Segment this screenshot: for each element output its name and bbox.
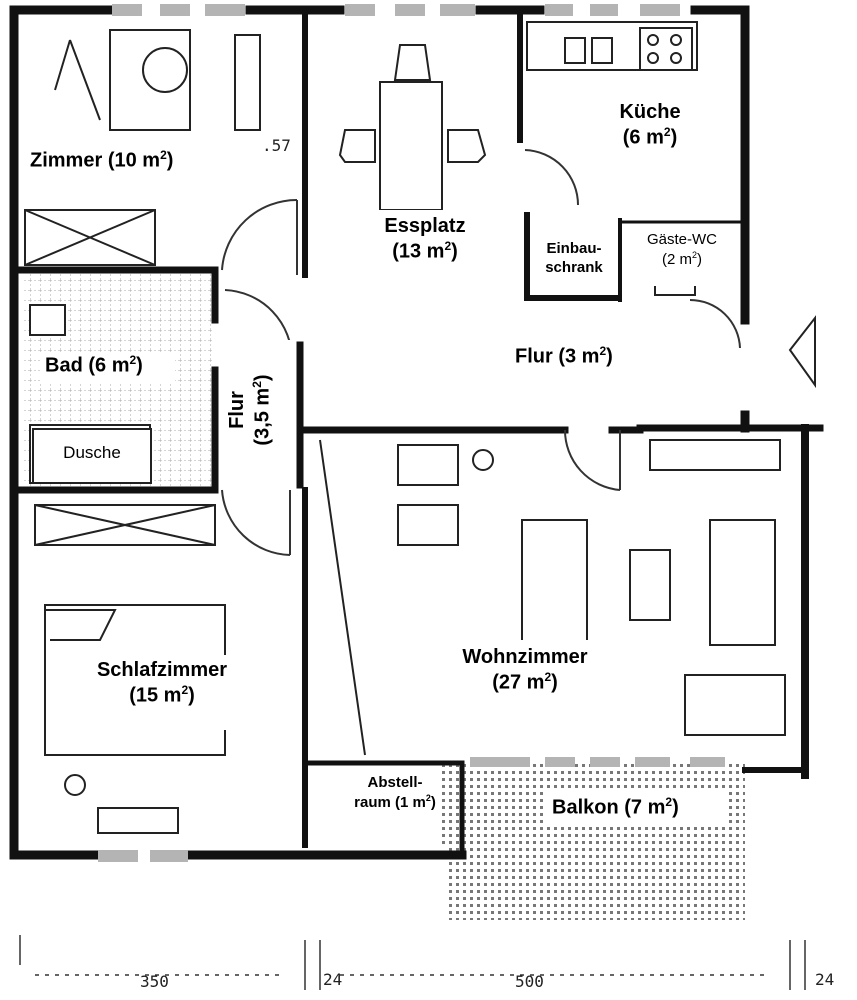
flur-left-area: (3,5 m bbox=[251, 387, 274, 446]
dimension-24-left: 24 bbox=[323, 970, 343, 989]
wohnzimmer-label-bg bbox=[432, 640, 612, 715]
schlafzimmer-area-line: (15 m2) bbox=[62, 683, 262, 709]
schlafzimmer-area: (15 m bbox=[129, 684, 182, 707]
dining-set bbox=[338, 44, 487, 211]
flur-right-area-close: ) bbox=[606, 345, 613, 368]
balkon-area-sup: 2 bbox=[665, 795, 673, 809]
abstellraum-line2-wrap: raum (1 m2) bbox=[340, 793, 450, 813]
dimension-ticks bbox=[19, 935, 806, 990]
kueche-area-sup: 2 bbox=[663, 125, 671, 139]
dimension-500: 500 bbox=[515, 972, 544, 991]
kueche-area-line: (6 m2) bbox=[600, 125, 700, 151]
flur-left-area-close: ) bbox=[251, 374, 274, 382]
kueche-name: Küche bbox=[619, 101, 681, 123]
kueche-label: Küche (6 m2) bbox=[600, 100, 700, 151]
einbauschrank-line1: Einbau- bbox=[546, 240, 602, 257]
gaeste-wc-label: Gäste-WC (2 m2) bbox=[622, 231, 742, 270]
essplatz-area-close: ) bbox=[451, 240, 458, 263]
wohnzimmer-area-close: ) bbox=[551, 671, 558, 694]
zimmer-area-close: ) bbox=[166, 149, 174, 172]
kueche-area: (6 m bbox=[622, 126, 664, 149]
schlafzimmer-name: Schlafzimmer bbox=[96, 659, 228, 681]
abstellraum-close: ) bbox=[430, 793, 436, 811]
flur-right-label: Flur (3 m2) bbox=[515, 344, 613, 370]
flur-right-area-sup: 2 bbox=[599, 344, 607, 358]
balkon-label-bg bbox=[545, 792, 725, 826]
schlafzimmer-area-sup: 2 bbox=[181, 683, 189, 697]
zimmer-area: (10 m bbox=[107, 149, 161, 172]
bad-label-bg bbox=[40, 352, 175, 382]
gaeste-wc-area-line: (2 m2) bbox=[622, 250, 742, 270]
abstellraum-floor bbox=[440, 765, 462, 845]
gaeste-wc-name: Gäste-WC bbox=[646, 231, 717, 248]
wohnzimmer-area-sup: 2 bbox=[544, 670, 552, 684]
wohnzimmer-area: (27 m bbox=[492, 671, 545, 694]
essplatz-name: Essplatz bbox=[384, 215, 466, 237]
schlafzimmer-area-close: ) bbox=[188, 684, 195, 707]
essplatz-area: (13 m bbox=[392, 240, 445, 263]
dimension-57: .57 bbox=[262, 136, 291, 155]
schlafzimmer-label-bg bbox=[70, 655, 255, 730]
abstellraum-sup: 2 bbox=[425, 792, 431, 803]
bad-area: (6 m bbox=[88, 354, 130, 377]
bad-area-close: ) bbox=[136, 354, 143, 377]
balkon-floor bbox=[445, 760, 745, 920]
bad-area-sup: 2 bbox=[129, 353, 137, 367]
zimmer-name: Zimmer bbox=[30, 149, 103, 172]
balkon-label: Balkon (7 m2) bbox=[552, 795, 679, 821]
abstellraum-label: Abstell- raum (1 m2) bbox=[340, 774, 450, 813]
zimmer-area-sup: 2 bbox=[160, 148, 167, 162]
essplatz-label-bg bbox=[375, 210, 475, 285]
kitchen-counter bbox=[526, 21, 698, 71]
flur-left-text: Flur (3,5 m2) bbox=[225, 320, 276, 500]
entry-arrow bbox=[788, 315, 816, 389]
wohnzimmer-area-line: (27 m2) bbox=[425, 670, 625, 696]
balkon-area: (7 m bbox=[624, 796, 666, 819]
flur-left-name: Flur bbox=[226, 391, 248, 429]
kueche-area-close: ) bbox=[670, 126, 678, 149]
dusche-name: Dusche bbox=[63, 443, 121, 462]
gaeste-wc-area: (2 m bbox=[661, 250, 692, 268]
flur-left-area-sup: 2 bbox=[250, 381, 264, 388]
flur-left-area-line: (3,5 m2) bbox=[250, 320, 276, 500]
einbauschrank-line2: schrank bbox=[545, 258, 603, 276]
gaeste-wc-area-sup: 2 bbox=[691, 249, 697, 260]
wohnzimmer-name: Wohnzimmer bbox=[462, 646, 588, 668]
wohnzimmer-label: Wohnzimmer (27 m2) bbox=[425, 645, 625, 696]
gaeste-wc-label-bg bbox=[624, 226, 740, 286]
einbauschrank-label: Einbau- schrank bbox=[530, 240, 618, 278]
flur-left-label: Flur (3,5 m2) bbox=[225, 320, 295, 500]
abstellraum-label-bg bbox=[348, 772, 440, 832]
dimension-24-right: 24 bbox=[815, 970, 835, 989]
bad-label: Bad (6 m2) bbox=[45, 353, 143, 379]
balkon-area-close: ) bbox=[672, 796, 679, 819]
zimmer-furniture bbox=[24, 29, 261, 266]
flur-right-area: (3 m bbox=[558, 345, 600, 368]
dimension-350: 350 bbox=[140, 972, 169, 991]
windows bbox=[98, 4, 725, 862]
bad-name: Bad bbox=[45, 354, 83, 377]
essplatz-area-line: (13 m2) bbox=[365, 239, 485, 265]
schlafzimmer-label: Schlafzimmer (15 m2) bbox=[62, 658, 262, 709]
balkon-name: Balkon bbox=[552, 796, 619, 819]
flur-right-name: Flur bbox=[515, 345, 553, 368]
dusche-label: Dusche bbox=[32, 428, 152, 484]
flur-left-label-bg bbox=[225, 340, 295, 480]
essplatz-area-sup: 2 bbox=[444, 239, 452, 253]
abstellraum-line1: Abstell- bbox=[367, 774, 423, 791]
living-furniture bbox=[319, 439, 786, 756]
zimmer-label: Zimmer (10 m2) bbox=[30, 148, 173, 174]
abstellraum-line2: raum (1 m bbox=[354, 793, 426, 811]
gaeste-wc-area-close: ) bbox=[697, 250, 702, 268]
walls bbox=[9, 5, 824, 860]
einbauschrank-label-bg bbox=[533, 233, 615, 293]
door-swings bbox=[221, 149, 741, 556]
essplatz-label: Essplatz (13 m2) bbox=[365, 214, 485, 265]
